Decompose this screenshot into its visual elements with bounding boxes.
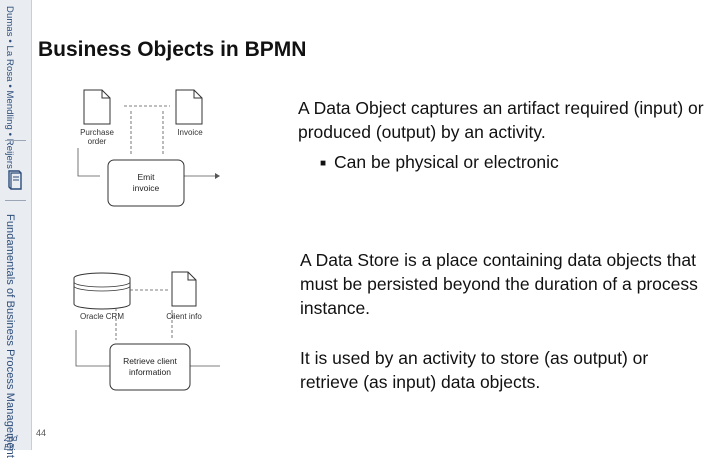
purchase-order-data-object [83, 89, 111, 125]
page-number: 44 [36, 428, 47, 438]
sidebar-authors: Dumas • La Rosa • Mendling • Reijers [4, 6, 15, 170]
bullet-text: Can be physical or electronic [334, 152, 559, 172]
invoice-data-object [175, 89, 203, 125]
oracle-crm-label: Oracle CRM [80, 312, 124, 321]
arrow-head [215, 173, 220, 179]
bullet-square-icon: ■ [320, 158, 327, 169]
emit-invoice-label-1: Emit [138, 172, 156, 182]
retrieve-client-information-task [109, 343, 191, 391]
data-store-diagram: Oracle CRM Client info Retrieve client i… [73, 271, 220, 391]
purchase-order-label-2: order [88, 137, 107, 146]
sidebar-book-title: Fundamentals of Business Process Managem… [4, 214, 16, 458]
retrieve-label-1: Retrieve client [123, 356, 177, 366]
emit-invoice-task [107, 159, 185, 207]
invoice-label: Invoice [177, 128, 203, 137]
sequence-flow [75, 330, 110, 367]
book-icon [8, 170, 22, 190]
sidebar: Dumas • La Rosa • Mendling • Reijers Fun… [0, 0, 32, 458]
retrieve-label-2: information [129, 367, 171, 377]
sequence-flow [77, 148, 100, 177]
client-info-data-object [171, 271, 197, 307]
sidebar-divider [5, 140, 26, 141]
data-store-usage: It is used by an activity to store (as o… [300, 348, 649, 392]
client-info-label: Client info [166, 312, 202, 321]
sidebar-divider [5, 200, 26, 201]
sidebar-edition: 2nd Ed. [4, 434, 18, 452]
data-store-definition: A Data Store is a place containing data … [300, 250, 698, 318]
purchase-order-label-1: Purchase [80, 128, 114, 137]
bullet-item: ■ Can be physical or electronic [320, 150, 700, 178]
data-object-diagram: Purchase order Invoice Emit invoice [77, 89, 220, 207]
data-object-definition: A Data Object captures an artifact requi… [298, 98, 704, 142]
slide-title: Business Objects in BPMN [38, 38, 307, 61]
oracle-crm-data-store [73, 272, 131, 310]
emit-invoice-label-2: invoice [133, 183, 160, 193]
